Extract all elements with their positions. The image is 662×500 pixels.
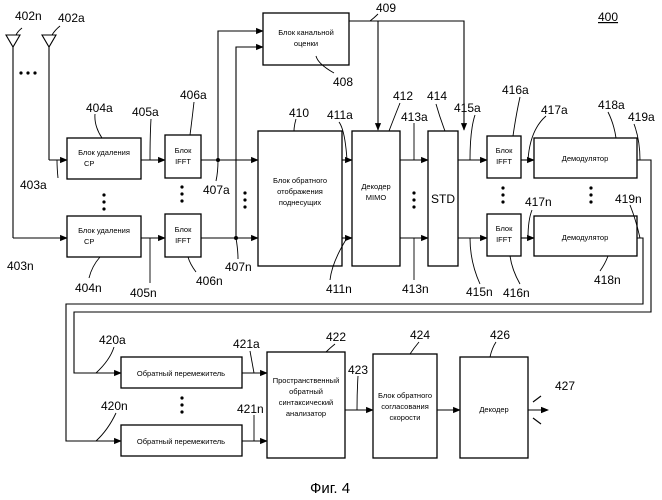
ref-416a: 416a bbox=[502, 83, 529, 97]
ref-420a: 420a bbox=[99, 333, 126, 347]
cp-removal-a-label-2: CP bbox=[84, 159, 94, 168]
ref-427: 427 bbox=[555, 379, 575, 393]
ref-406n: 406n bbox=[196, 274, 223, 288]
ifft-tx-block-a: Блок IFFT bbox=[487, 136, 521, 178]
cp-removal-n-label-2: CP bbox=[84, 237, 94, 246]
deinterleaver-block-n: Обратный перемежитель bbox=[121, 425, 242, 456]
ref-415n: 415n bbox=[466, 285, 493, 299]
deparser-label-2: обратный bbox=[289, 387, 323, 396]
deparser-label-4: анализатор bbox=[286, 409, 326, 418]
ref-410: 410 bbox=[289, 106, 309, 120]
demapper-label-2: отображения bbox=[277, 187, 323, 196]
deparser-label-1: Пространственный bbox=[273, 376, 340, 385]
ref-405n: 405n bbox=[130, 286, 157, 300]
ref-400: 400 bbox=[598, 10, 618, 24]
ref-407n: 407n bbox=[225, 260, 252, 274]
decoder-block: Декодер bbox=[460, 357, 528, 458]
demapper-label-3: поднесущих bbox=[279, 198, 322, 207]
figure-caption: Фиг. 4 bbox=[310, 480, 350, 497]
ref-417a: 417a bbox=[541, 103, 568, 117]
std-block: STD bbox=[428, 131, 458, 266]
std-label: STD bbox=[431, 192, 455, 206]
ref-424: 424 bbox=[410, 328, 430, 342]
ref-412: 412 bbox=[393, 89, 413, 103]
ifft-tx-a-label-2: IFFT bbox=[496, 157, 512, 166]
ifft-rx-n-label-1: Блок bbox=[175, 225, 192, 234]
channel-estimation-label-2: оценки bbox=[294, 39, 318, 48]
ref-417n: 417n bbox=[525, 195, 552, 209]
deinterleaver-a-label: Обратный перемежитель bbox=[137, 369, 225, 378]
mimo-label-2: MIMO bbox=[366, 193, 387, 202]
ifft-rx-n-label-2: IFFT bbox=[175, 236, 191, 245]
ref-418n: 418n bbox=[594, 273, 621, 287]
ifft-tx-block-n: Блок IFFT bbox=[487, 214, 521, 256]
ref-421n: 421n bbox=[237, 402, 264, 416]
ref-409: 409 bbox=[376, 1, 396, 15]
ref-403a: 403a bbox=[20, 178, 47, 192]
cp-removal-n-label-1: Блок удаления bbox=[78, 226, 130, 235]
ref-407a: 407a bbox=[203, 183, 230, 197]
ref-421a: 421a bbox=[233, 337, 260, 351]
channel-estimation-label-1: Блок канальной bbox=[278, 28, 334, 37]
antenna-n-icon bbox=[6, 35, 20, 238]
deinterleaver-block-a: Обратный перемежитель bbox=[121, 357, 242, 388]
rate-dematching-block: Блок обратного согласования скорости bbox=[373, 354, 437, 458]
ifft-rx-a-label-1: Блок bbox=[175, 146, 192, 155]
ref-408: 408 bbox=[333, 75, 353, 89]
ref-415a: 415a bbox=[454, 101, 481, 115]
ref-403n: 403n bbox=[7, 259, 34, 273]
ref-411a: 411a bbox=[327, 108, 353, 122]
antenna-ellipsis bbox=[19, 71, 36, 74]
demodulator-block-n: Демодулятор bbox=[534, 216, 637, 256]
cp-removal-block-n: Блок удаления CP bbox=[67, 216, 141, 257]
antenna-a-icon bbox=[42, 35, 56, 160]
deinterleaver-n-label: Обратный перемежитель bbox=[137, 437, 225, 446]
mimo-decoder-block: Декодер MIMO bbox=[352, 131, 400, 266]
ref-423: 423 bbox=[348, 363, 368, 377]
cp-removal-block-a: Блок удаления CP bbox=[67, 138, 141, 179]
demodulator-a-label: Демодулятор bbox=[562, 154, 609, 163]
ref-419a: 419a bbox=[628, 110, 655, 124]
ref-404a: 404a bbox=[86, 101, 113, 115]
subcarrier-demapper-block: Блок обратного отображения поднесущих bbox=[258, 131, 342, 266]
ref-416n: 416n bbox=[503, 286, 530, 300]
ref-402n: 402n bbox=[15, 9, 42, 23]
spatial-deparser-block: Пространственный обратный синтаксический… bbox=[267, 352, 345, 458]
ref-411n: 411n bbox=[326, 282, 352, 296]
ref-405a: 405a bbox=[132, 105, 159, 119]
deparser-label-3: синтаксический bbox=[279, 398, 333, 407]
ifft-tx-n-label-1: Блок bbox=[496, 224, 513, 233]
decoder-label: Декодер bbox=[479, 405, 508, 414]
ref-413n: 413n bbox=[402, 282, 429, 296]
channel-estimation-block: Блок канальной оценки bbox=[263, 13, 349, 65]
ref-420n: 420n bbox=[101, 399, 128, 413]
ref-422: 422 bbox=[326, 330, 346, 344]
demodulator-block-a: Демодулятор bbox=[534, 138, 637, 178]
mimo-label-1: Декодер bbox=[361, 182, 390, 191]
ifft-rx-block-a: Блок IFFT bbox=[165, 135, 201, 178]
ifft-rx-a-label-2: IFFT bbox=[175, 157, 191, 166]
ifft-tx-n-label-2: IFFT bbox=[496, 235, 512, 244]
rate-dematching-label-1: Блок обратного bbox=[378, 391, 432, 400]
ref-414: 414 bbox=[427, 89, 447, 103]
ref-402a: 402a bbox=[58, 11, 85, 25]
ifft-tx-a-label-1: Блок bbox=[496, 146, 513, 155]
demodulator-n-label: Демодулятор bbox=[562, 233, 609, 242]
ref-418a: 418a bbox=[598, 98, 625, 112]
ifft-rx-block-n: Блок IFFT bbox=[165, 214, 201, 257]
ref-404n: 404n bbox=[75, 281, 102, 295]
cp-removal-a-label-1: Блок удаления bbox=[78, 148, 130, 157]
ref-426: 426 bbox=[490, 328, 510, 342]
rate-dematching-label-2: согласования bbox=[381, 402, 429, 411]
ref-419n: 419n bbox=[615, 192, 642, 206]
demapper-label-1: Блок обратного bbox=[273, 176, 327, 185]
rate-dematching-label-3: скорости bbox=[389, 413, 420, 422]
ref-413a: 413a bbox=[401, 110, 428, 124]
ref-406a: 406a bbox=[180, 88, 207, 102]
